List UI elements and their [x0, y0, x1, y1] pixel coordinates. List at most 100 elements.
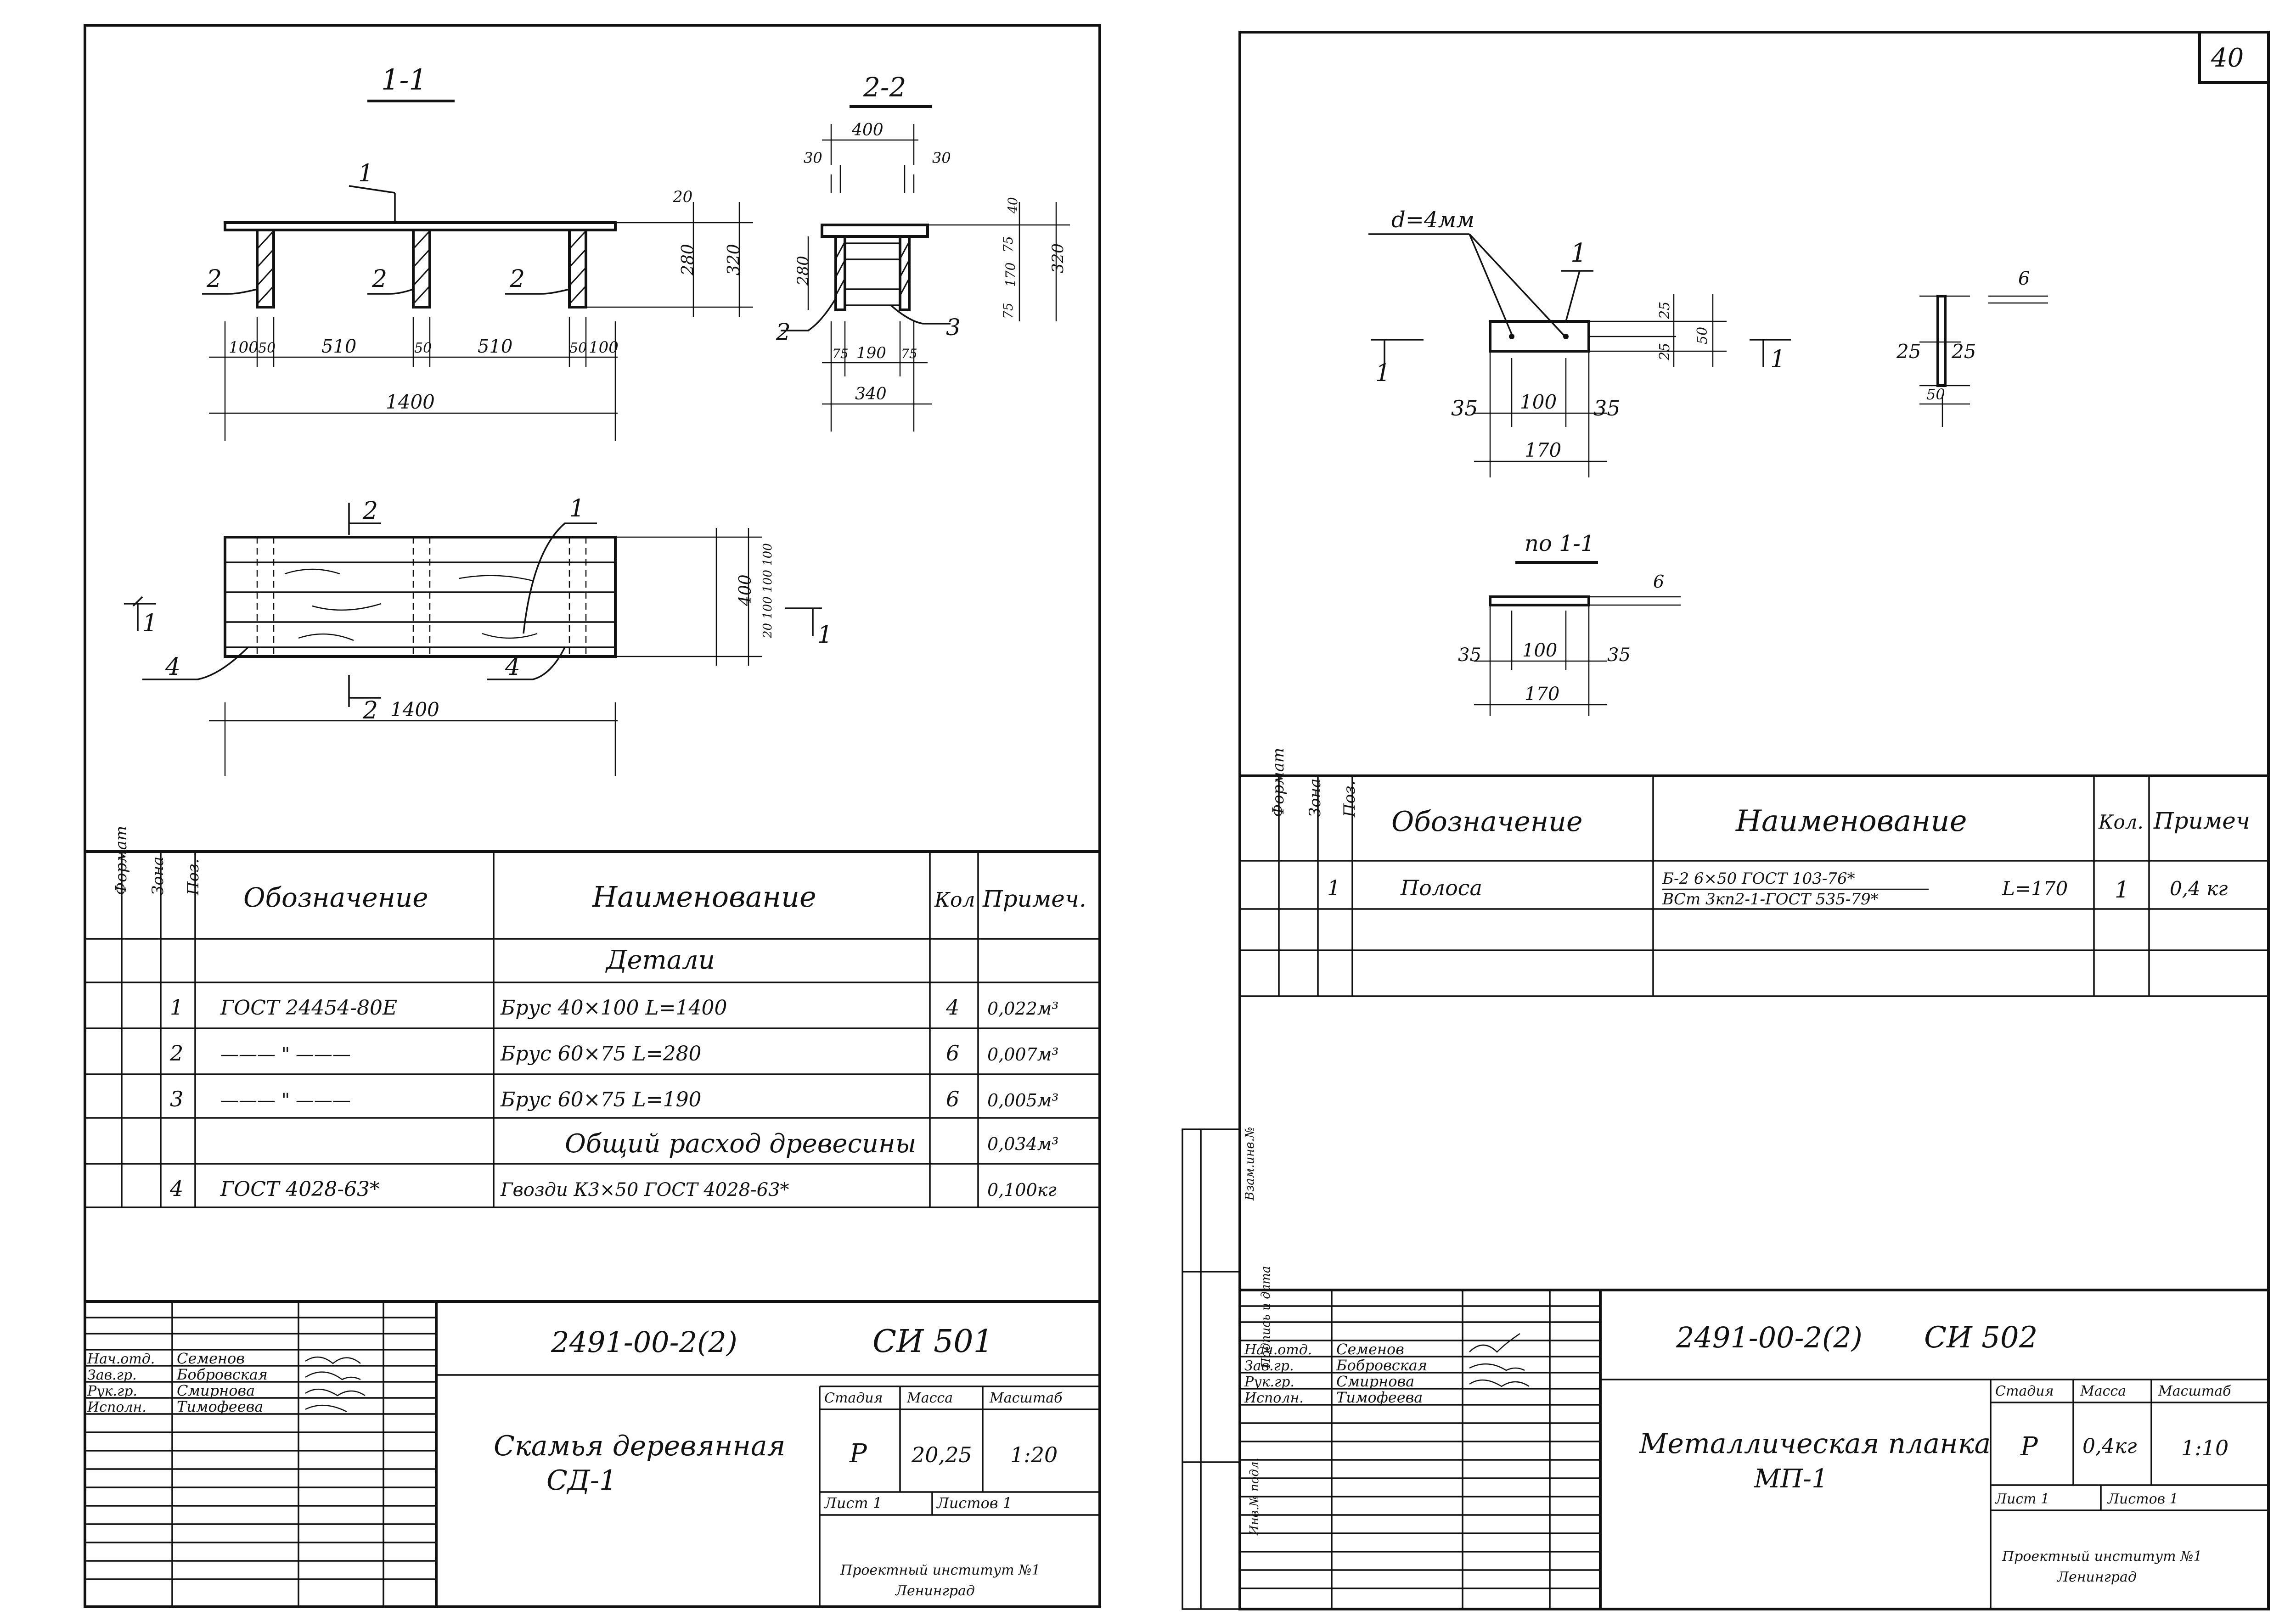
right-signatures [1469, 1333, 1530, 1387]
right-sheet-frame [1238, 31, 2270, 1610]
right-mass-label: Масса [2080, 1383, 2126, 1399]
table-row: 3 ——— " ——— Брус 60×75 L=190 6 0,005м³ [170, 1087, 1059, 1111]
right-title-line1: Металлическая планка [1639, 1428, 1991, 1460]
left-name-2: Бобровская [176, 1366, 268, 1383]
left-spec-row2-note: 0,007м³ [987, 1044, 1059, 1065]
plan-dim-35a: 35 [1458, 645, 1481, 666]
s2-callout-3: 3 [946, 314, 961, 341]
sheet-number-box [2198, 31, 2270, 84]
s2-leg-right [899, 235, 911, 311]
right-sheet-code: СИ 502 [1924, 1321, 2037, 1355]
plan-dim-35b: 35 [1607, 645, 1631, 666]
left-spec-header-designation: Обозначение [243, 882, 428, 913]
left-spec-total-label: Общий расход древесины [565, 1129, 916, 1159]
section-2-2-title: 2-2 [863, 72, 906, 103]
s1-dim-100a: 100 [229, 338, 259, 357]
left-spec-row4-code: ГОСТ 4028-63* [220, 1178, 380, 1201]
s2-dim-400: 400 [851, 121, 884, 140]
plan-cut-right: 1 [817, 621, 833, 649]
right-side-strip: Взам.инв.№ Подпись и дата Инв.№ подл. [1182, 1127, 1273, 1610]
left-spec-header-qty: Кол [934, 888, 975, 912]
right-role-4: Исполн. [1244, 1390, 1304, 1406]
s1-dim-1400: 1400 [386, 391, 435, 413]
plan-view-drawing: 2 2 1 4 4 1 1 20 100 100 100 [124, 495, 833, 776]
table-row: 1 Полоса Б-2 6×50 ГОСТ 103-76* ВСт 3кп2-… [1327, 869, 2228, 909]
left-spec-row3-code: ——— " ——— [220, 1090, 351, 1111]
front-dim-35b: 35 [1593, 396, 1621, 421]
side-dim-25a: 25 [1896, 340, 1921, 363]
side-view-outline [1936, 295, 1947, 387]
right-name-4: Тимофеева [1336, 1389, 1423, 1406]
table-row: 4 ГОСТ 4028-63* Гвозди К3×50 ГОСТ 4028-6… [169, 1176, 1057, 1201]
right-spec-row1-note: 0,4 кг [2170, 877, 2228, 900]
left-role-4: Исполн. [87, 1399, 146, 1415]
left-title-line2: СД-1 [546, 1464, 617, 1497]
side-dim-25b: 25 [1951, 340, 1976, 363]
s1-dim-20: 20 [672, 188, 692, 206]
left-org-line1: Проектный институт №1 [840, 1562, 1041, 1578]
section1-callout-2b: 2 [371, 265, 387, 293]
left-title-block: 2491-00-2(2) СИ 501 Нач.отд. Зав.гр. Рук… [85, 1300, 1100, 1607]
right-scale-label: Масштаб [2158, 1383, 2231, 1399]
left-stage-label: Стадия [824, 1390, 883, 1406]
section-1-1-title: 1-1 [381, 63, 427, 96]
left-spec-total-value: 0,034м³ [987, 1134, 1059, 1154]
front-dim-35a: 35 [1451, 396, 1478, 421]
left-spec-row1-code: ГОСТ 24454-80Е [220, 996, 397, 1020]
right-sheets-label: Листов 1 [2107, 1491, 2178, 1507]
s1-dim-320: 320 [725, 244, 743, 275]
plan-outline [224, 536, 617, 658]
right-role-3: Рук.гр. [1244, 1374, 1294, 1390]
plan-callout-4b: 4 [505, 653, 520, 681]
left-spec-row1-note: 0,022м³ [987, 998, 1059, 1019]
plate-plan-view: по 1-1 6 35 100 35 170 [1458, 531, 1681, 716]
left-spec-row2-name: Брус 60×75 L=280 [500, 1042, 702, 1066]
right-sheet: 40 Взам.инв.№ Подпись и дата Инв.№ подл.… [1182, 31, 2270, 1610]
left-mass-label: Масса [906, 1390, 953, 1406]
left-stage: Р [849, 1439, 867, 1469]
plan-cut-bottom-label: 2 [362, 697, 378, 724]
s2-dim-170: 170 [1003, 263, 1018, 287]
s2-dim-30b: 30 [932, 149, 951, 167]
left-name-4: Тимофеева [177, 1398, 263, 1415]
left-name-1: Семенов [177, 1350, 245, 1367]
s2-dim-30a: 30 [804, 149, 822, 167]
leg-right [568, 229, 587, 308]
left-sheet: 1-1 1 2 2 2 [84, 24, 1101, 1608]
right-title-block: 2491-00-2(2) СИ 502 Нач.отд. Зав.гр. Рук… [1240, 1289, 2268, 1609]
section1-callout-2c: 2 [509, 265, 525, 293]
plan-callout-1: 1 [569, 495, 585, 522]
s2-top-board [821, 224, 929, 238]
front-dim-170: 170 [1525, 439, 1561, 461]
plan-dim-400: 400 [736, 574, 755, 606]
left-spec-row4-name: Гвозди К3×50 ГОСТ 4028-63* [500, 1179, 789, 1200]
s2-callout-2: 2 [776, 319, 791, 345]
front-cut-left: 1 [1375, 359, 1390, 387]
side-label-replacement: Взам.инв.№ [1243, 1127, 1257, 1201]
left-role-2: Зав.гр. [87, 1367, 136, 1383]
right-spec-header-zone: Зона [1306, 779, 1324, 817]
left-scale: 1:20 [1010, 1442, 1058, 1467]
left-spec-header-note: Примеч. [982, 886, 1086, 912]
plate-side-view: 25 25 50 6 [1896, 268, 2048, 427]
front-cut-right: 1 [1770, 346, 1785, 373]
left-spec-row1-name: Брус 40×100 L=1400 [500, 996, 727, 1020]
s2-leg-left [834, 235, 846, 311]
left-sheets-label: Листов 1 [936, 1494, 1012, 1512]
s2-rail-top [844, 242, 901, 260]
s2-rail-bottom [844, 288, 901, 306]
s1-dim-510b: 510 [478, 336, 512, 357]
left-role-1: Нач.отд. [87, 1351, 155, 1367]
section-2-2-drawing: 2-2 400 30 30 280 40 75 170 7 [776, 72, 1070, 432]
table-row: 1 ГОСТ 24454-80Е Брус 40×100 L=1400 4 0,… [170, 995, 1059, 1020]
s1-dim-280: 280 [679, 244, 698, 276]
left-title-line1: Скамья деревянная [494, 1430, 785, 1462]
plate-front-view: d=4мм 1 1 1 25 25 50 35 100 35 170 [1368, 207, 1791, 477]
right-doc-code: 2491-00-2(2) [1676, 1321, 1863, 1354]
left-spec-header-zone: Зона [149, 857, 167, 895]
right-spec-row1-qty: 1 [2115, 876, 2129, 903]
plan-dim-170: 170 [1525, 684, 1559, 705]
left-sheet-code: СИ 501 [872, 1324, 993, 1360]
right-spec-header-designation: Обозначение [1391, 806, 1582, 838]
right-role-1: Нач.отд. [1244, 1342, 1312, 1358]
